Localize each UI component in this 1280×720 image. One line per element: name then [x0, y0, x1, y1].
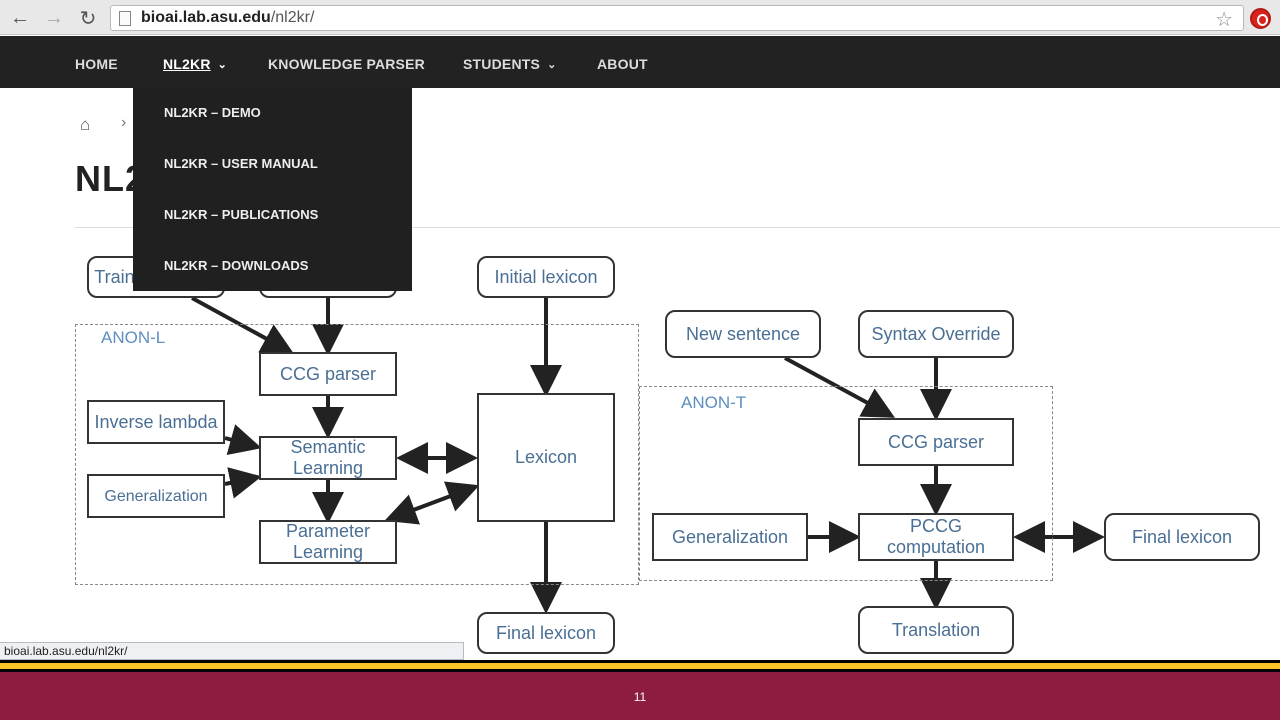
syntax-override-right-box: Syntax Override [858, 310, 1014, 358]
anon-l-region [75, 324, 639, 585]
page-icon [119, 10, 131, 26]
url-path: /nl2kr/ [270, 9, 315, 26]
reload-icon[interactable]: ↻ [79, 7, 97, 30]
nav-students[interactable]: STUDENTS⌄ [463, 56, 557, 72]
generalization-left-box: Generalization [87, 474, 225, 518]
browser-status-bar: bioai.lab.asu.edu/nl2kr/ [0, 642, 464, 660]
dropdown-item-downloads[interactable]: NL2KR – DOWNLOADS [164, 258, 309, 273]
chevron-down-icon: ⌄ [547, 59, 557, 71]
generalization-right-box: Generalization [652, 513, 808, 561]
translation-box: Translation [858, 606, 1014, 654]
extension-icon[interactable] [1250, 8, 1271, 29]
home-icon[interactable]: ⌂ [80, 115, 91, 134]
anon-t-region [639, 386, 1053, 581]
nav-nl2kr[interactable]: NL2KR⌄ [163, 56, 228, 72]
final-lexicon-right-box: Final lexicon [1104, 513, 1260, 561]
breadcrumb-separator: › [121, 114, 127, 131]
page-number: 11 [633, 690, 647, 704]
architecture-diagram: ANON-L ANON-T Training corpus Syntax Ove… [0, 240, 1280, 660]
chevron-down-icon: ⌄ [217, 59, 228, 71]
address-bar[interactable]: bioai.lab.asu.edu/nl2kr/ ☆ [110, 5, 1244, 31]
nav-knowledge-parser[interactable]: KNOWLEDGE PARSER [268, 56, 425, 72]
final-lexicon-bottom-box: Final lexicon [477, 612, 615, 654]
back-arrow-icon[interactable]: ← [10, 6, 30, 29]
ccg-parser-right-box: CCG parser [858, 418, 1014, 466]
dropdown-item-user-manual[interactable]: NL2KR – USER MANUAL [164, 156, 318, 171]
divider [75, 227, 1280, 228]
semantic-learning-box: Semantic Learning [259, 436, 397, 480]
ccg-parser-left-box: CCG parser [259, 352, 397, 396]
site-navbar: HOME NL2KR⌄ KNOWLEDGE PARSER STUDENTS⌄ A… [0, 36, 1280, 88]
bookmark-star-icon[interactable]: ☆ [1215, 9, 1233, 31]
forward-arrow-icon[interactable]: → [44, 6, 64, 29]
gold-stripe [0, 660, 1280, 672]
dropdown-item-publications[interactable]: NL2KR – PUBLICATIONS [164, 207, 319, 222]
initial-lexicon-box: Initial lexicon [477, 256, 615, 298]
anon-l-label: ANON-L [101, 328, 166, 347]
pccg-computation-box: PCCG computation [858, 513, 1014, 561]
nav-home[interactable]: HOME [75, 56, 118, 72]
lexicon-box: Lexicon [477, 393, 615, 522]
anon-t-label: ANON-T [681, 393, 747, 412]
url-host: bioai.lab.asu.edu [141, 9, 271, 26]
nav-about[interactable]: ABOUT [597, 56, 648, 72]
parameter-learning-box: Parameter Learning [259, 520, 397, 564]
new-sentence-box: New sentence [665, 310, 821, 358]
nl2kr-dropdown-menu: NL2KR – DEMO NL2KR – USER MANUAL NL2KR –… [133, 88, 412, 291]
browser-toolbar: ← → ↻ bioai.lab.asu.edu/nl2kr/ ☆ [0, 0, 1280, 35]
dropdown-item-demo[interactable]: NL2KR – DEMO [164, 105, 261, 120]
slide-footer: 11 [0, 672, 1280, 720]
inverse-lambda-box: Inverse lambda [87, 400, 225, 444]
